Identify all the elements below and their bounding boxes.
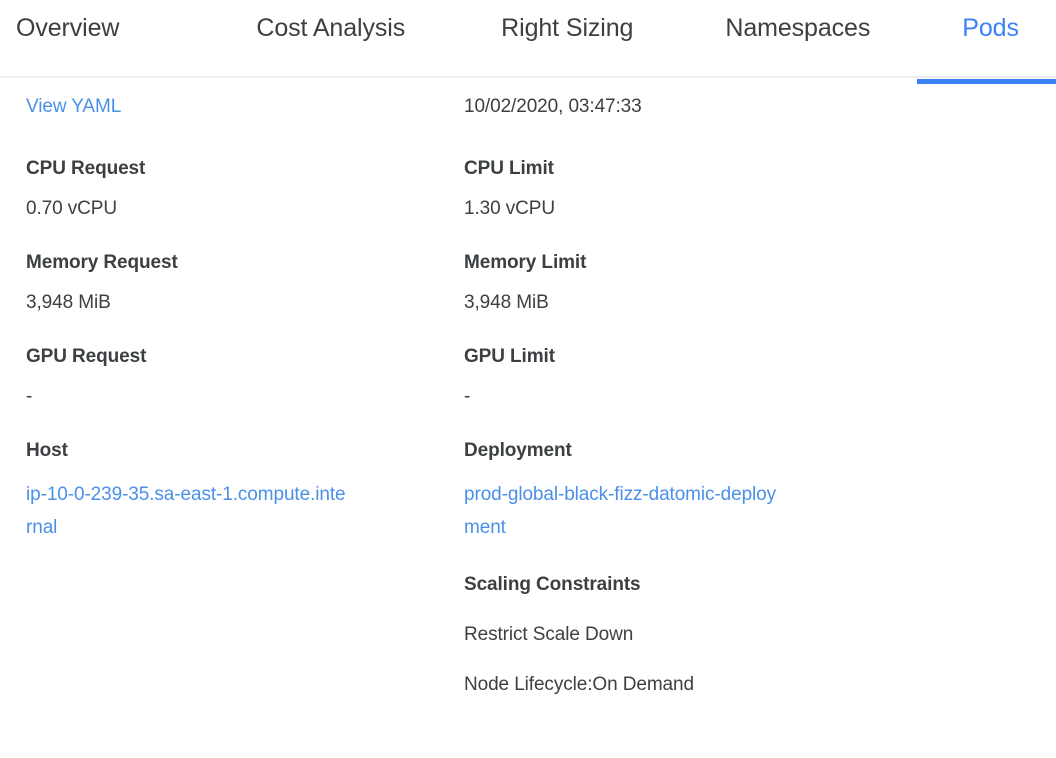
scaling-constraint-item: Restrict Scale Down xyxy=(464,624,634,645)
memory-request-label: Memory Request xyxy=(26,252,178,273)
host-field: Host ip-10-0-239-35.sa-east-1.compute.in… xyxy=(26,438,464,544)
detail-column-right: 10/02/2020, 03:47:33 CPU Limit 1.30 vCPU… xyxy=(464,94,1056,726)
timestamp-row: 10/02/2020, 03:47:33 xyxy=(464,94,1056,128)
cpu-limit-value: 1.30 vCPU xyxy=(464,198,555,219)
cpu-limit-field: CPU Limit 1.30 vCPU xyxy=(464,156,1056,222)
tab-pods[interactable]: Pods xyxy=(917,14,1056,84)
scaling-constraint-item: Node Lifecycle:On Demand xyxy=(464,674,694,695)
pod-detail-panel: View YAML CPU Request 0.70 vCPU Memory R… xyxy=(0,78,1056,726)
tab-right-sizing[interactable]: Right Sizing xyxy=(501,14,634,42)
gpu-limit-field: GPU Limit - xyxy=(464,344,1056,410)
tab-cost-analysis[interactable]: Cost Analysis xyxy=(256,14,406,42)
deployment-value-wrap: prod-global-black-fizz-datomic-deploymen… xyxy=(464,478,788,544)
host-link[interactable]: ip-10-0-239-35.sa-east-1.compute.interna… xyxy=(26,484,346,538)
detail-column-left: View YAML CPU Request 0.70 vCPU Memory R… xyxy=(0,94,464,726)
memory-limit-value: 3,948 MiB xyxy=(464,292,549,313)
tab-list: Overview Cost Analysis Right Sizing Name… xyxy=(0,0,1056,84)
deployment-link[interactable]: prod-global-black-fizz-datomic-deploymen… xyxy=(464,484,777,538)
cpu-limit-label: CPU Limit xyxy=(464,158,554,179)
memory-request-value: 3,948 MiB xyxy=(26,292,111,313)
timestamp-value: 10/02/2020, 03:47:33 xyxy=(464,96,642,117)
gpu-limit-label: GPU Limit xyxy=(464,346,555,367)
gpu-request-value: - xyxy=(26,386,33,407)
gpu-request-label: GPU Request xyxy=(26,346,147,367)
tab-bar: Overview Cost Analysis Right Sizing Name… xyxy=(0,0,1056,84)
memory-limit-field: Memory Limit 3,948 MiB xyxy=(464,250,1056,316)
tab-overview[interactable]: Overview xyxy=(16,14,120,42)
detail-columns: View YAML CPU Request 0.70 vCPU Memory R… xyxy=(0,94,1056,726)
scaling-constraints-field: Scaling Constraints Restrict Scale Down … xyxy=(464,572,1056,698)
tab-namespaces[interactable]: Namespaces xyxy=(725,14,871,42)
cpu-request-field: CPU Request 0.70 vCPU xyxy=(26,156,464,222)
deployment-field: Deployment prod-global-black-fizz-datomi… xyxy=(464,438,1056,544)
cpu-request-value: 0.70 vCPU xyxy=(26,198,117,219)
memory-limit-label: Memory Limit xyxy=(464,252,587,273)
scaling-constraints-label: Scaling Constraints xyxy=(464,574,641,595)
host-label: Host xyxy=(26,440,68,461)
memory-request-field: Memory Request 3,948 MiB xyxy=(26,250,464,316)
host-value-wrap: ip-10-0-239-35.sa-east-1.compute.interna… xyxy=(26,478,350,544)
view-yaml-row: View YAML xyxy=(26,94,464,128)
gpu-request-field: GPU Request - xyxy=(26,344,464,410)
cpu-request-label: CPU Request xyxy=(26,158,146,179)
gpu-limit-value: - xyxy=(464,386,471,407)
view-yaml-link[interactable]: View YAML xyxy=(26,96,122,117)
deployment-label: Deployment xyxy=(464,440,572,461)
